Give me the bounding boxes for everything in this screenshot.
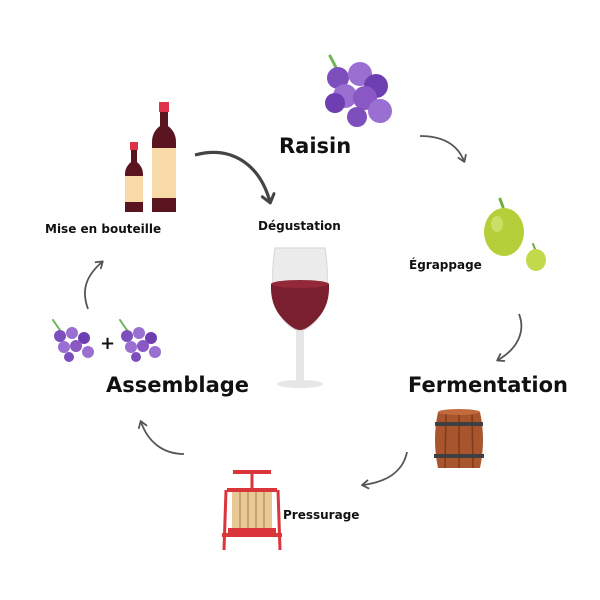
step-label-assemblage: Assemblage <box>106 373 250 397</box>
wine-glass-icon <box>270 247 330 388</box>
step-label-degustation: Dégustation <box>258 219 341 233</box>
purple-grapes-icon <box>52 319 94 362</box>
step-label-raisin: Raisin <box>279 134 352 158</box>
step-label-fermentation: Fermentation <box>408 373 568 397</box>
arrow-icon <box>419 135 467 163</box>
wine-barrel-icon <box>434 409 484 469</box>
step-label-egrappage: Égrappage <box>409 258 482 272</box>
fruit-press-icon <box>222 470 282 551</box>
wine-bottles-icon <box>125 102 176 212</box>
arrow-icon <box>496 313 523 362</box>
arrow-icon <box>137 420 185 455</box>
plus-sign: + <box>100 333 116 354</box>
purple-grapes-icon <box>119 319 161 362</box>
green-grapes-icon <box>484 197 546 271</box>
step-label-pressurage: Pressurage <box>283 508 360 522</box>
arrow-icon <box>194 150 276 205</box>
step-label-mise-en-bouteille: Mise en bouteille <box>45 222 162 236</box>
arrow-icon <box>361 451 408 490</box>
arrow-icon <box>84 260 104 310</box>
purple-grapes-icon <box>325 54 392 127</box>
